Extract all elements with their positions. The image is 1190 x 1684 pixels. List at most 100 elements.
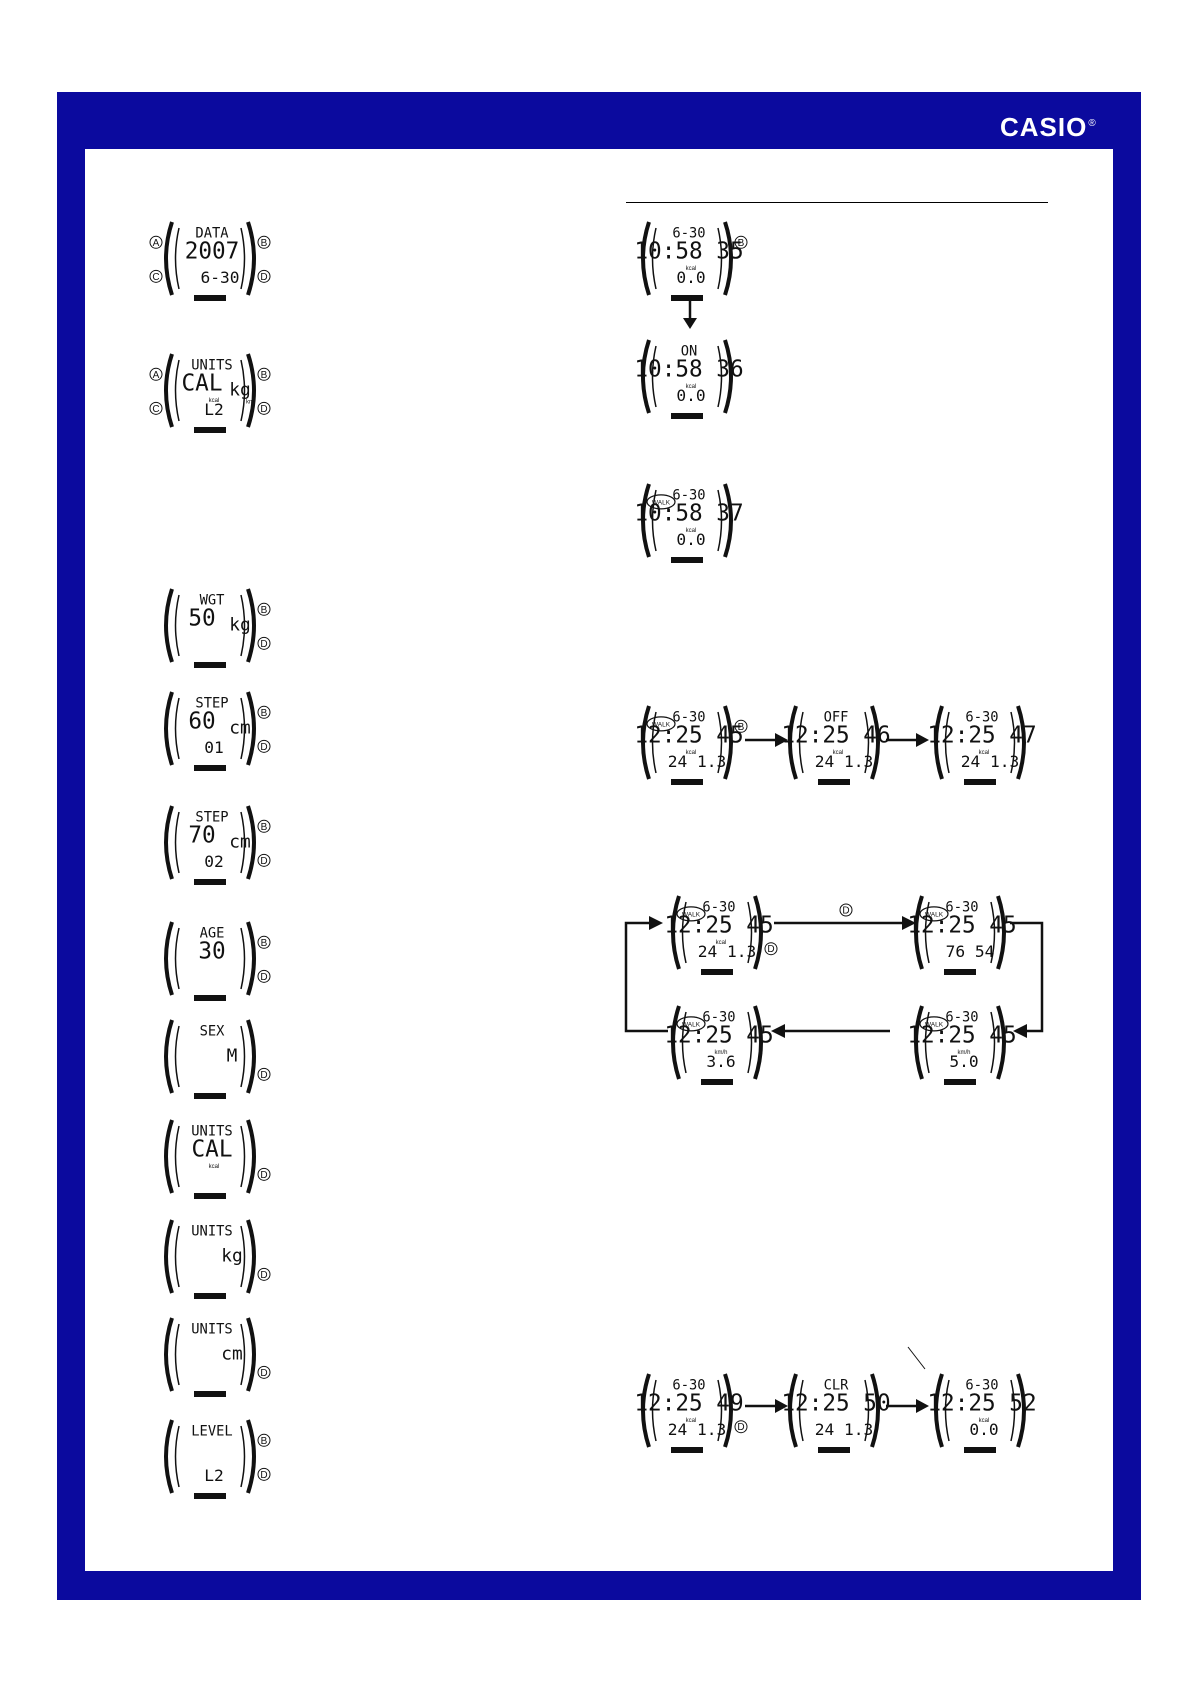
case-right <box>246 1119 256 1194</box>
bottom-display: 3.6 <box>706 1052 735 1071</box>
button-d-label: D <box>257 269 271 283</box>
svg-text:D: D <box>260 1368 267 1379</box>
main-right-display: cm <box>229 717 250 738</box>
case-left <box>164 353 174 428</box>
pointer-line <box>907 1346 926 1370</box>
unit-small: kcal <box>833 750 844 756</box>
light-bar <box>194 765 226 771</box>
main-display: 10:58 37 <box>634 501 743 527</box>
light-bar <box>671 413 703 419</box>
top-display: UNITS <box>191 1321 232 1337</box>
button-d-label: D <box>257 1067 271 1081</box>
top-display: 6-30 <box>965 1377 998 1393</box>
unit-small: km/h <box>957 1050 970 1056</box>
svg-text:B: B <box>261 238 268 249</box>
bottom-display: 0.0 <box>676 268 705 287</box>
bottom-display: 6-30 <box>201 268 240 287</box>
unit-small: kcal <box>686 750 697 756</box>
svg-text:B: B <box>261 938 268 949</box>
unit-small: kcal <box>686 384 697 390</box>
light-bar <box>194 1193 226 1199</box>
case-left <box>164 1317 174 1392</box>
case-left <box>671 1005 681 1080</box>
case-right <box>723 483 733 558</box>
svg-text:D: D <box>260 1270 267 1281</box>
bottom-display: 24 1.3 <box>815 1420 873 1439</box>
svg-text:D: D <box>260 856 267 867</box>
main-display: 12:25 45 <box>664 1023 773 1049</box>
svg-text:D: D <box>260 404 267 415</box>
case-right <box>753 1005 763 1080</box>
top-display: UNITS <box>191 1123 232 1139</box>
svg-text:A: A <box>153 238 160 249</box>
case-left <box>164 921 174 996</box>
button-b-label: B <box>257 1433 271 1447</box>
section-rule <box>626 202 1048 203</box>
light-bar <box>944 1079 976 1085</box>
top-display: OFF <box>824 709 849 725</box>
button-d-label: D <box>257 853 271 867</box>
top-display: 6-30 <box>672 709 705 725</box>
unit-small: kcal <box>686 1418 697 1424</box>
case-right <box>246 353 256 428</box>
case-left <box>788 705 798 780</box>
main-display: CAL <box>192 1137 233 1163</box>
case-left <box>164 805 174 880</box>
main-right-display: kg <box>229 379 250 400</box>
svg-text:D: D <box>737 1422 744 1433</box>
case-left <box>164 221 174 296</box>
case-left <box>641 705 651 780</box>
case-right <box>246 1419 256 1494</box>
top-display: ON <box>681 343 698 359</box>
button-b-label: B <box>257 705 271 719</box>
button-d-label: D <box>257 1167 271 1181</box>
bottom-display: 24 1.3 <box>668 1420 726 1439</box>
main-display: 12:25 49 <box>634 1391 743 1417</box>
light-bar <box>818 779 850 785</box>
bottom-display: 76 54 <box>946 942 995 961</box>
case-left <box>671 895 681 970</box>
case-left <box>164 1119 174 1194</box>
case-right <box>723 1373 733 1448</box>
top-display: CLR <box>824 1377 850 1393</box>
svg-text:D: D <box>260 272 267 283</box>
svg-text:B: B <box>261 605 268 616</box>
top-display: DATA <box>195 225 229 241</box>
button-d-label: D <box>257 739 271 753</box>
case-right <box>1016 705 1026 780</box>
svg-text:D: D <box>260 639 267 650</box>
svg-text:B: B <box>261 370 268 381</box>
cycle-arrows <box>624 916 1044 1038</box>
light-bar <box>701 969 733 975</box>
svg-text:C: C <box>152 404 159 415</box>
case-right <box>753 895 763 970</box>
light-bar <box>194 995 226 1001</box>
light-bar <box>194 295 226 301</box>
bottom-display: 0.0 <box>676 530 705 549</box>
case-right <box>246 1317 256 1392</box>
bottom-display: 24 1.3 <box>668 752 726 771</box>
case-left <box>164 1219 174 1294</box>
bottom-display: 0.0 <box>969 1420 998 1439</box>
svg-text:C: C <box>152 272 159 283</box>
svg-text:B: B <box>738 238 745 249</box>
light-bar <box>964 779 996 785</box>
case-right <box>246 921 256 996</box>
button-d-label: D <box>257 1267 271 1281</box>
walk-badge: WALK <box>682 1021 701 1028</box>
case-right <box>246 588 256 663</box>
case-right <box>246 1019 256 1094</box>
